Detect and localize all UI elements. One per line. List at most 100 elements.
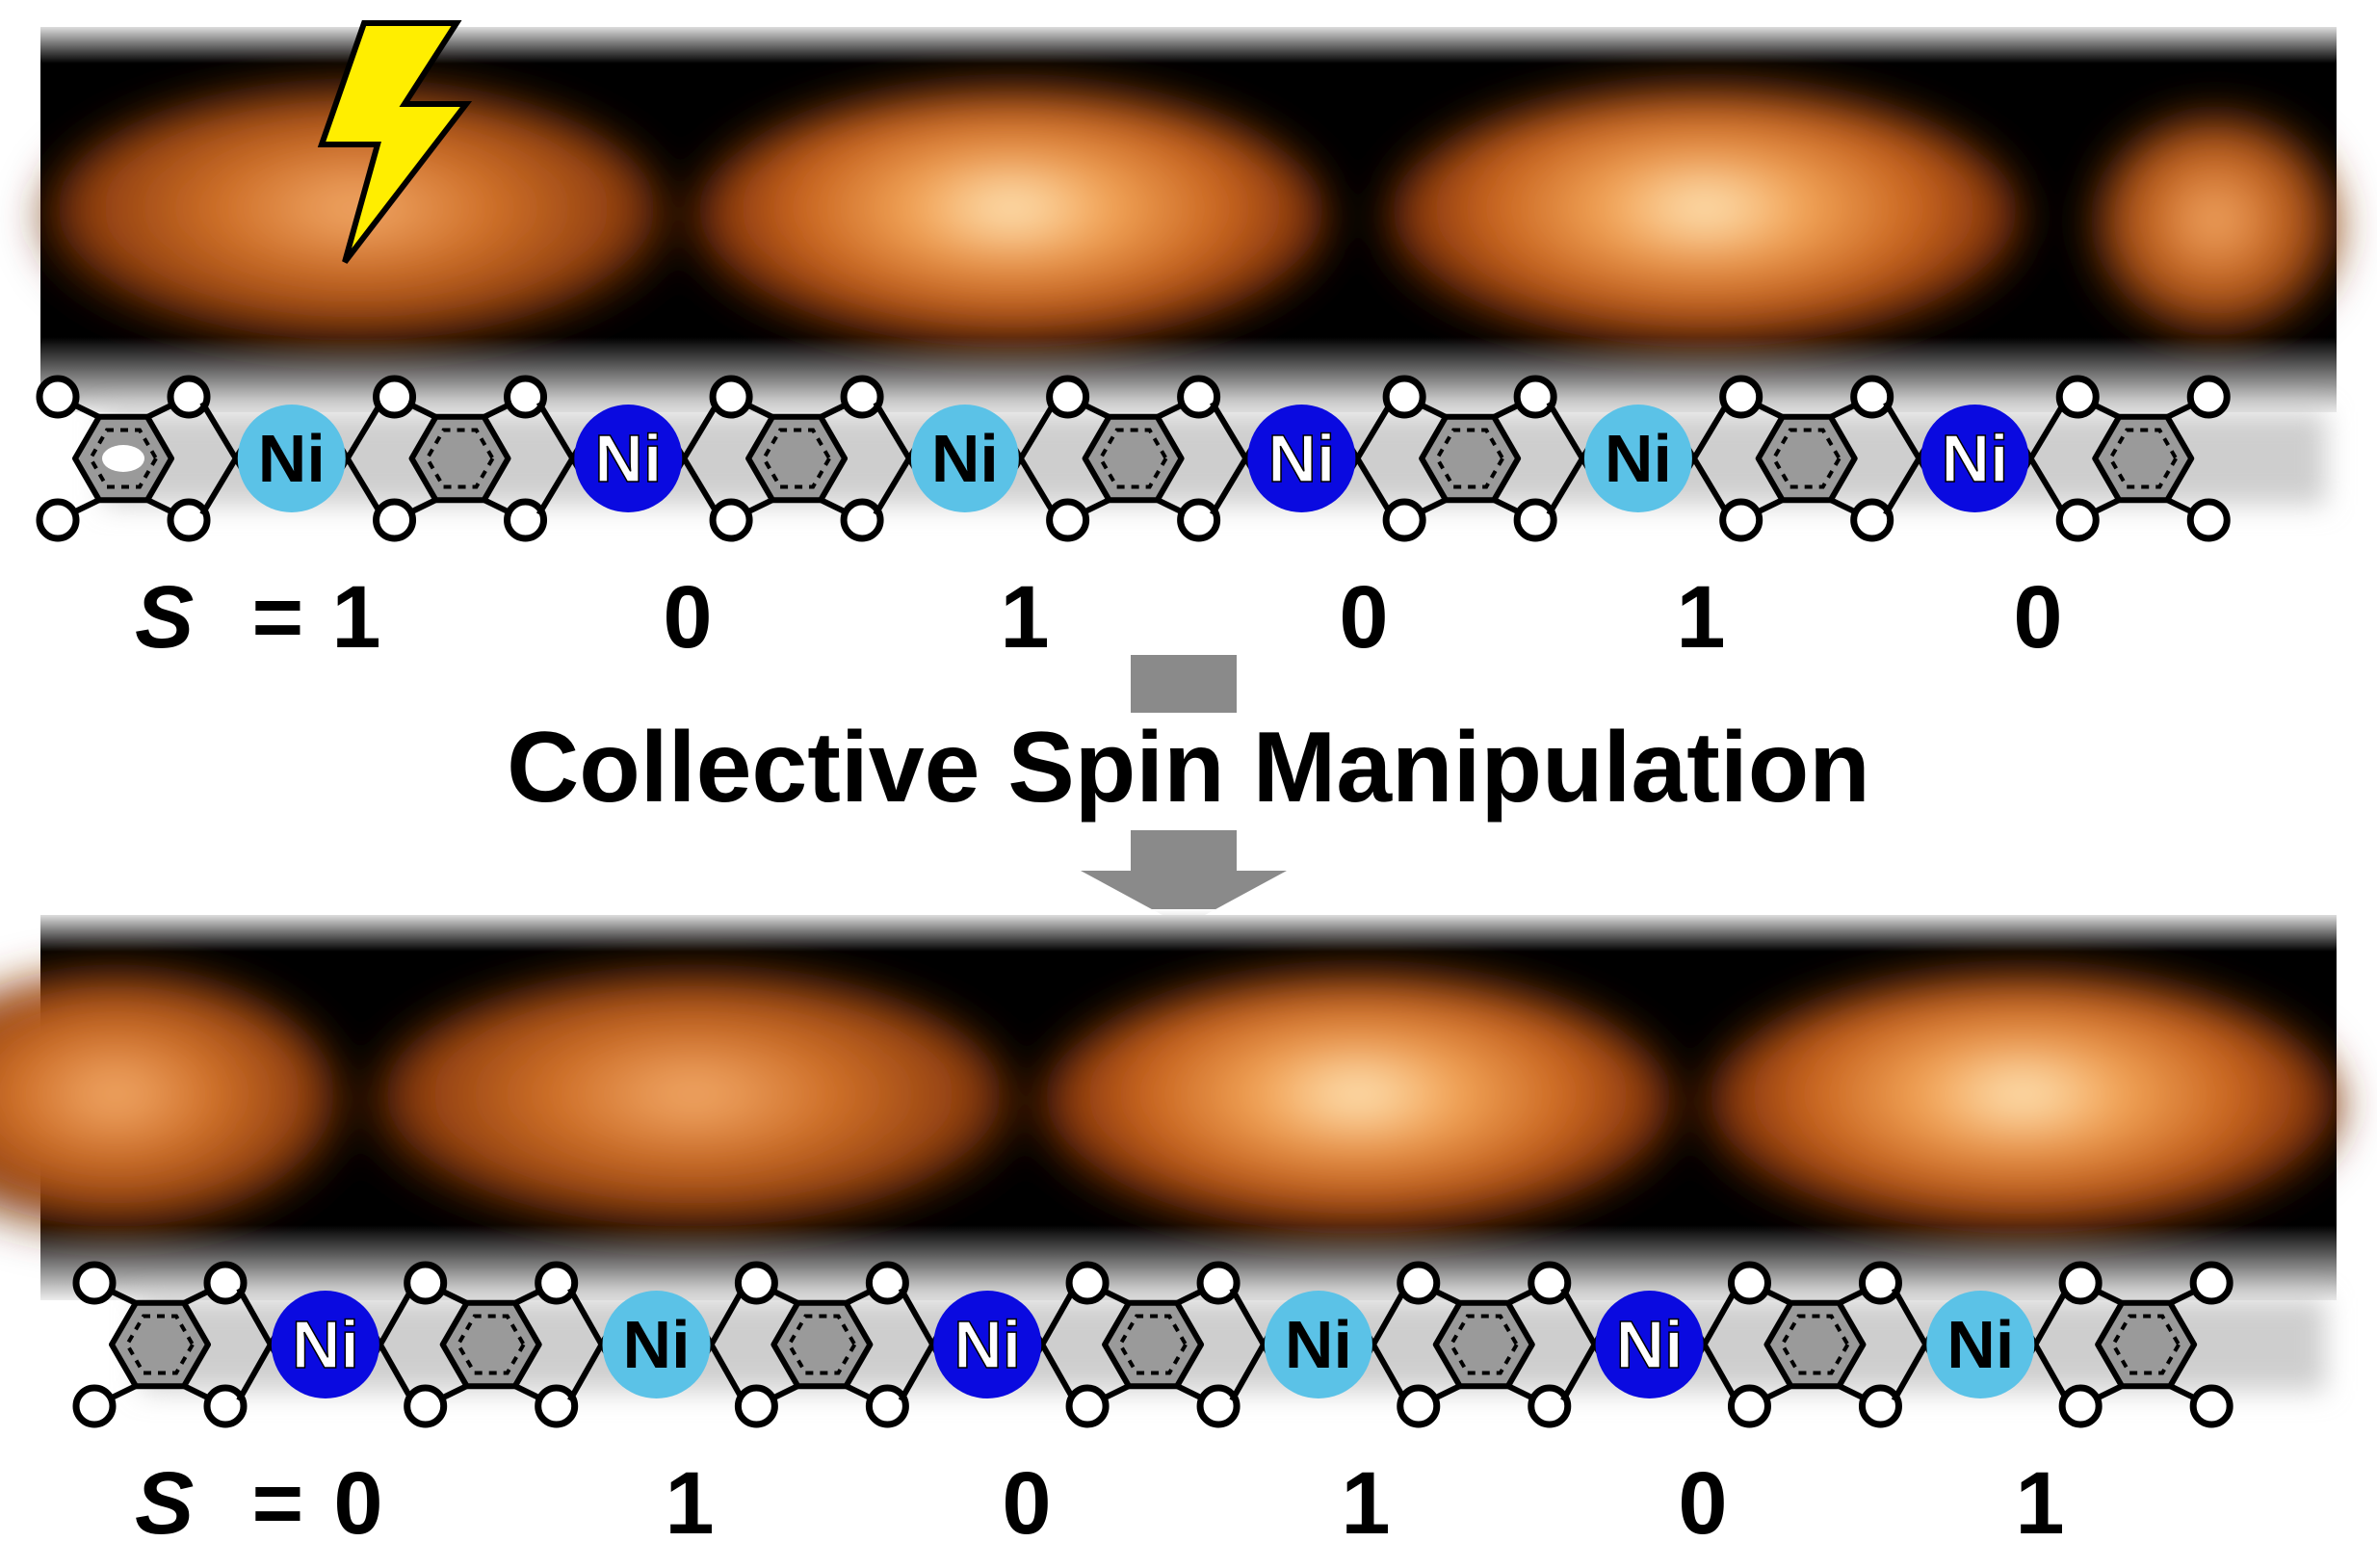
ni-atom-high-spin: Ni bbox=[1264, 1291, 1372, 1398]
oxygen-atom bbox=[504, 498, 548, 542]
oxygen-atom bbox=[734, 1384, 778, 1428]
benzene-ring bbox=[439, 1299, 542, 1390]
ni-atom-low-spin: Ni bbox=[574, 405, 683, 512]
oxygen-atom bbox=[2058, 1384, 2103, 1428]
oxygen-atom bbox=[1528, 1261, 1572, 1305]
ni-label: Ni bbox=[1616, 1307, 1684, 1382]
stm-lobe bbox=[1705, 973, 2340, 1242]
stm-image-bottom bbox=[0, 909, 2340, 1306]
oxygen-atom bbox=[1065, 1384, 1110, 1428]
benzene-ring bbox=[408, 413, 511, 504]
oxygen-atom bbox=[1196, 1261, 1241, 1305]
benzene-ring bbox=[771, 1299, 874, 1390]
ni-label: Ni bbox=[931, 421, 999, 496]
oxygen-atom bbox=[504, 375, 548, 419]
oxygen-atom bbox=[167, 375, 211, 419]
oxygen-atom bbox=[2055, 498, 2100, 542]
ni-label: Ni bbox=[1941, 421, 2008, 496]
benzene-ring bbox=[2095, 1299, 2198, 1390]
molecular-chain-bottom: Ni Ni Ni Ni Ni Ni bbox=[72, 1261, 2326, 1428]
oxygen-atom bbox=[1177, 375, 1221, 419]
ni-atom-high-spin: Ni bbox=[910, 405, 1019, 512]
ni-label: Ni bbox=[953, 1307, 1021, 1382]
ni-atom-low-spin: Ni bbox=[1920, 405, 2029, 512]
spin-value-bottom-5: 0 bbox=[1678, 1454, 1727, 1553]
spin-labels-top: S = 1 0 1 0 1 0 bbox=[135, 568, 2063, 666]
oxygen-atom bbox=[1719, 498, 1763, 542]
oxygen-atom bbox=[1196, 1384, 1241, 1428]
spin-value-top-2: 0 bbox=[663, 568, 712, 666]
spin-symbol-label: S bbox=[135, 568, 194, 666]
stm-lobe bbox=[366, 973, 1021, 1242]
oxygen-atom bbox=[840, 498, 884, 542]
spin-equals-label: = bbox=[227, 568, 328, 666]
arrow-shaft-upper bbox=[1131, 655, 1237, 713]
ni-label: Ni bbox=[623, 1307, 691, 1382]
ni-atom-low-spin: Ni bbox=[1595, 1291, 1704, 1398]
oxygen-atom bbox=[1513, 498, 1557, 542]
ni-atom-high-spin: Ni bbox=[1583, 405, 1692, 512]
spin-labels-bottom: S = 0 1 0 1 0 1 bbox=[135, 1454, 2065, 1553]
oxygen-atom bbox=[535, 1261, 579, 1305]
oxygen-atom bbox=[72, 1261, 117, 1305]
ni-atom-high-spin: Ni bbox=[237, 405, 346, 512]
stm-lobe bbox=[1040, 973, 1676, 1242]
spin-equals-label: = bbox=[227, 1454, 328, 1553]
oxygen-atom bbox=[1528, 1384, 1572, 1428]
oxygen-atom bbox=[709, 375, 753, 419]
oxygen-atom bbox=[1177, 498, 1221, 542]
oxygen-atom bbox=[1046, 375, 1090, 419]
oxygen-atom bbox=[535, 1384, 579, 1428]
ni-atom-high-spin: Ni bbox=[602, 1291, 711, 1398]
ni-label: Ni bbox=[292, 1307, 359, 1382]
oxygen-atom bbox=[404, 1261, 448, 1305]
oxygen-atom bbox=[1065, 1261, 1110, 1305]
lightning-bolt-icon bbox=[317, 20, 473, 264]
arrow-head bbox=[1081, 871, 1287, 927]
oxygen-atom bbox=[36, 375, 80, 419]
benzene-ring bbox=[1082, 413, 1185, 504]
ni-label: Ni bbox=[1946, 1307, 2014, 1382]
benzene-ring bbox=[745, 413, 849, 504]
oxygen-atom bbox=[865, 1261, 909, 1305]
oxygen-atom bbox=[1850, 498, 1894, 542]
benzene-ring bbox=[1763, 1299, 1867, 1390]
oxygen-atom bbox=[2189, 1384, 2233, 1428]
benzene-ring bbox=[1419, 413, 1522, 504]
ni-atom-high-spin: Ni bbox=[1926, 1291, 2035, 1398]
ni-label: Ni bbox=[258, 421, 326, 496]
oxygen-atom bbox=[1382, 375, 1426, 419]
ni-label: Ni bbox=[1605, 421, 1672, 496]
arrow-shaft-lower bbox=[1131, 830, 1237, 873]
oxygen-atom bbox=[1397, 1261, 1441, 1305]
ni-label: Ni bbox=[1267, 421, 1335, 496]
ni-label: Ni bbox=[1285, 1307, 1352, 1382]
spin-value-bottom-1: 0 bbox=[333, 1454, 382, 1553]
ni-atom-low-spin: Ni bbox=[933, 1291, 1042, 1398]
spin-value-top-5: 1 bbox=[1676, 568, 1725, 666]
oxygen-atom bbox=[1513, 375, 1557, 419]
oxygen-atom bbox=[373, 498, 417, 542]
oxygen-atom bbox=[36, 498, 80, 542]
oxygen-atom bbox=[1397, 1384, 1441, 1428]
oxygen-atom bbox=[1727, 1261, 1771, 1305]
oxygen-atom bbox=[1727, 1384, 1771, 1428]
benzene-ring bbox=[109, 1299, 211, 1390]
oxygen-atom bbox=[709, 498, 753, 542]
oxygen-atom bbox=[1719, 375, 1763, 419]
oxygen-atom bbox=[2058, 1261, 2103, 1305]
ni-label: Ni bbox=[594, 421, 662, 496]
oxygen-atom bbox=[734, 1261, 778, 1305]
oxygen-atom bbox=[2189, 1261, 2233, 1305]
spin-value-top-1: 1 bbox=[331, 568, 380, 666]
benzene-ring bbox=[2092, 413, 2195, 504]
spin-value-bottom-6: 1 bbox=[2015, 1454, 2064, 1553]
spin-value-bottom-4: 1 bbox=[1341, 1454, 1390, 1553]
spin-value-bottom-2: 1 bbox=[665, 1454, 714, 1553]
oxygen-atom bbox=[2055, 375, 2100, 419]
oxygen-atom bbox=[373, 375, 417, 419]
oxygen-atom bbox=[1046, 498, 1090, 542]
spin-value-bottom-3: 0 bbox=[1002, 1454, 1051, 1553]
oxygen-atom bbox=[203, 1384, 248, 1428]
spin-value-top-3: 1 bbox=[1000, 568, 1049, 666]
